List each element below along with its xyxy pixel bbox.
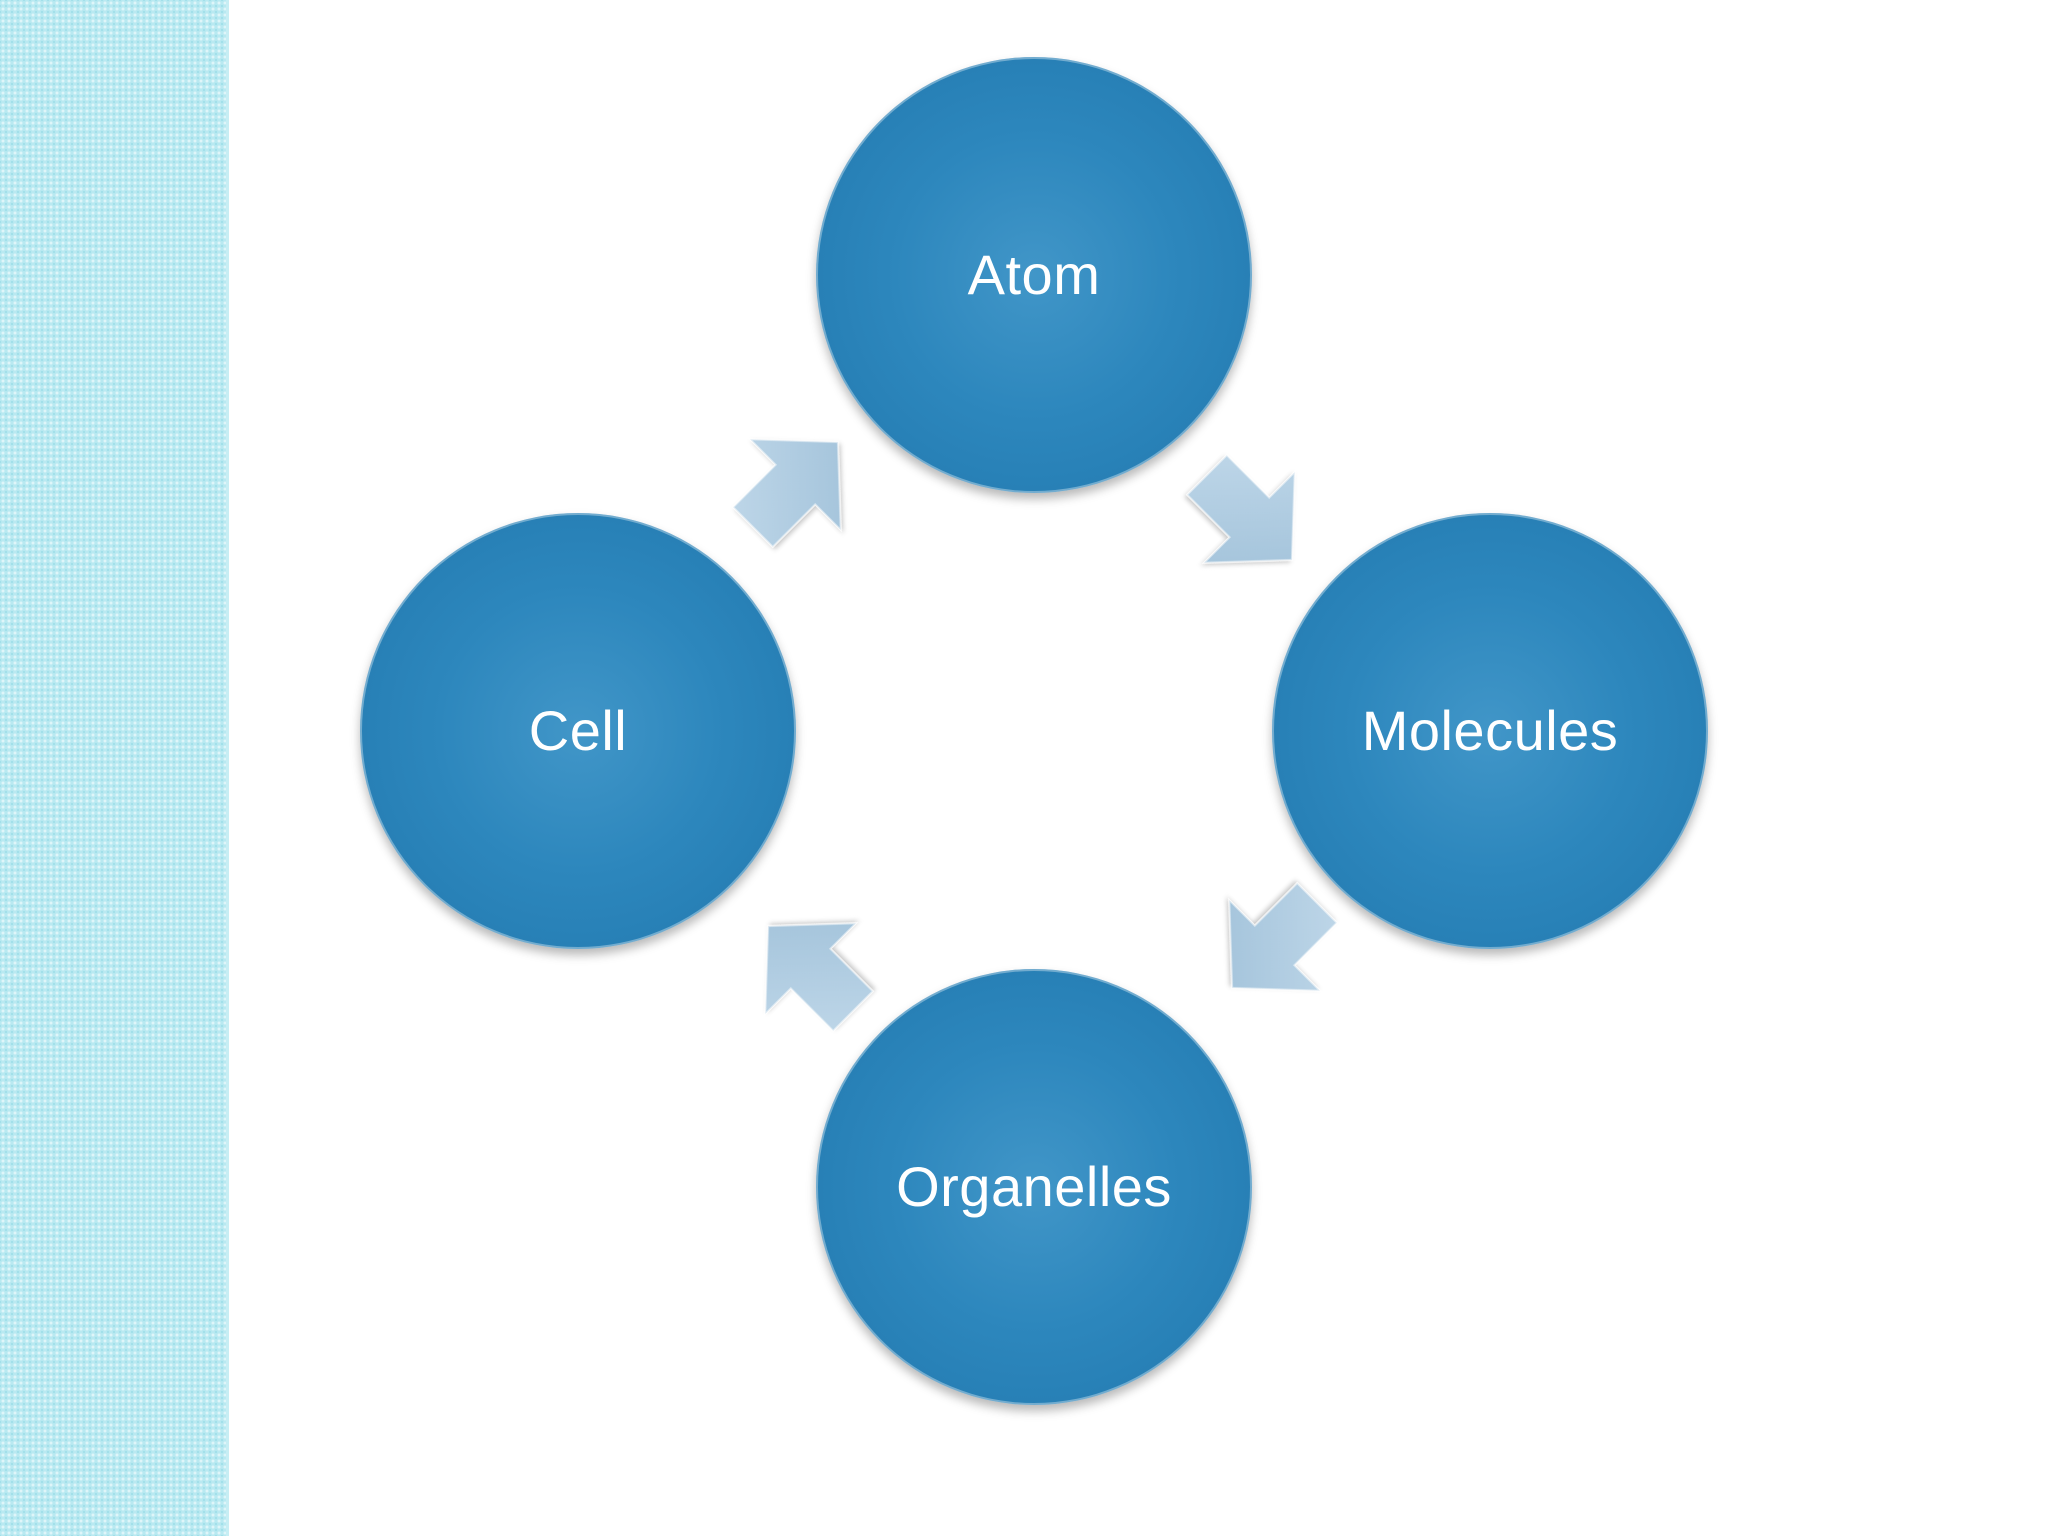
node-molecules-label: Molecules (1361, 699, 1619, 762)
arrow-molecules-to-organelles (1228, 881, 1339, 992)
arrow-organelles-to-cell (764, 922, 875, 1033)
node-atom-label: Atom (967, 243, 1101, 306)
node-organelles: Organelles (816, 969, 1252, 1405)
node-cell: Cell (360, 513, 796, 949)
node-atom: Atom (816, 57, 1252, 493)
node-cell-label: Cell (528, 699, 628, 762)
node-organelles-label: Organelles (896, 1155, 1172, 1218)
side-band-edge (226, 0, 229, 1536)
arrow-atom-to-molecules (1185, 453, 1296, 564)
decorative-side-band (0, 0, 228, 1536)
node-molecules: Molecules (1272, 513, 1708, 949)
arrow-cell-to-atom (731, 438, 842, 549)
